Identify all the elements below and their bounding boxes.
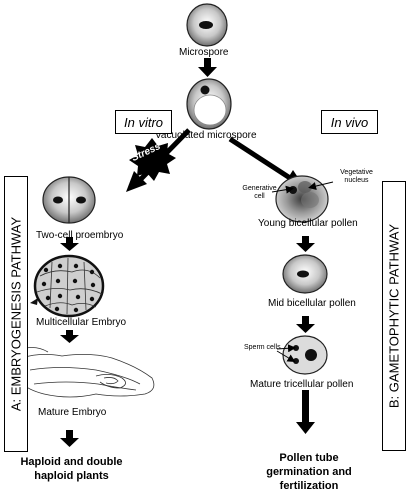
in-vivo-box: In vivo (321, 110, 378, 134)
arrow-down-right-1 (296, 236, 315, 252)
mature-embryo-label: Mature Embryo (38, 407, 107, 418)
mature-tricellular-pollen (282, 335, 328, 375)
arrow-down-left-2 (60, 330, 79, 343)
vacuolated-microspore-label: Vacuolated microspore (155, 130, 257, 141)
gametophytic-pathway-label: B: GAMETOPHYTIC PATHWAY (386, 223, 402, 409)
gametophytic-pathway-box: B: GAMETOPHYTIC PATHWAY (382, 181, 406, 451)
in-vitro-box: In vitro (115, 110, 172, 134)
in-vitro-label: In vitro (123, 114, 163, 130)
pollen-tube-label: Pollen tube germination and fertilizatio… (254, 451, 364, 493)
multicellular-embryo (30, 254, 105, 318)
sperm-cells-label: Sperm cells (244, 344, 281, 351)
arrow-down-right-3 (296, 390, 315, 434)
arrow-down-right-2 (296, 316, 315, 333)
pollen-line-2: germination and (266, 466, 352, 478)
generative-pointer (271, 185, 294, 194)
mature-embryo (16, 347, 155, 398)
two-cell-proembryo (42, 176, 96, 224)
two-cell-proembryo-label: Two-cell proembryo (36, 230, 124, 241)
stress-starburst (129, 138, 176, 181)
generative-cell-label: Generative cell (242, 185, 277, 200)
sperm-pointer (276, 344, 296, 363)
arrow-down-left-3 (60, 430, 79, 447)
young-bicellular-pollen-label: Young bicellular pollen (258, 218, 358, 229)
vacuolated-microspore-cell (186, 78, 232, 130)
haploid-line-1: Haploid and double (20, 456, 123, 468)
haploid-line-2: haploid plants (34, 470, 109, 482)
in-vivo-label: In vivo (330, 114, 369, 130)
microspore-cell (186, 3, 228, 47)
microspore-label: Microspore (179, 47, 229, 58)
mid-bicellular-pollen-label: Mid bicellular pollen (268, 298, 356, 309)
pollen-line-3: fertilization (279, 480, 339, 492)
arrow-down-1 (198, 58, 217, 77)
embryogenesis-pathway-box: A: EMBRYOGENESIS PATHWAY (4, 176, 28, 452)
arrow-down-left-1 (60, 237, 79, 251)
pollen-line-1: Pollen tube (279, 452, 339, 464)
haploid-plants-label: Haploid and double haploid plants (14, 455, 129, 483)
embryogenesis-pathway-label: A: EMBRYOGENESIS PATHWAY (8, 216, 24, 412)
vegetative-pointer (308, 181, 334, 190)
multicellular-embryo-label: Multicellular Embryo (36, 317, 127, 328)
mid-bicellular-pollen (282, 254, 328, 294)
vegetative-nucleus-label: Vegetative nucleus (340, 169, 373, 184)
mature-tricellular-pollen-label: Mature tricellular pollen (250, 379, 354, 390)
young-bicellular-pollen (275, 175, 329, 223)
